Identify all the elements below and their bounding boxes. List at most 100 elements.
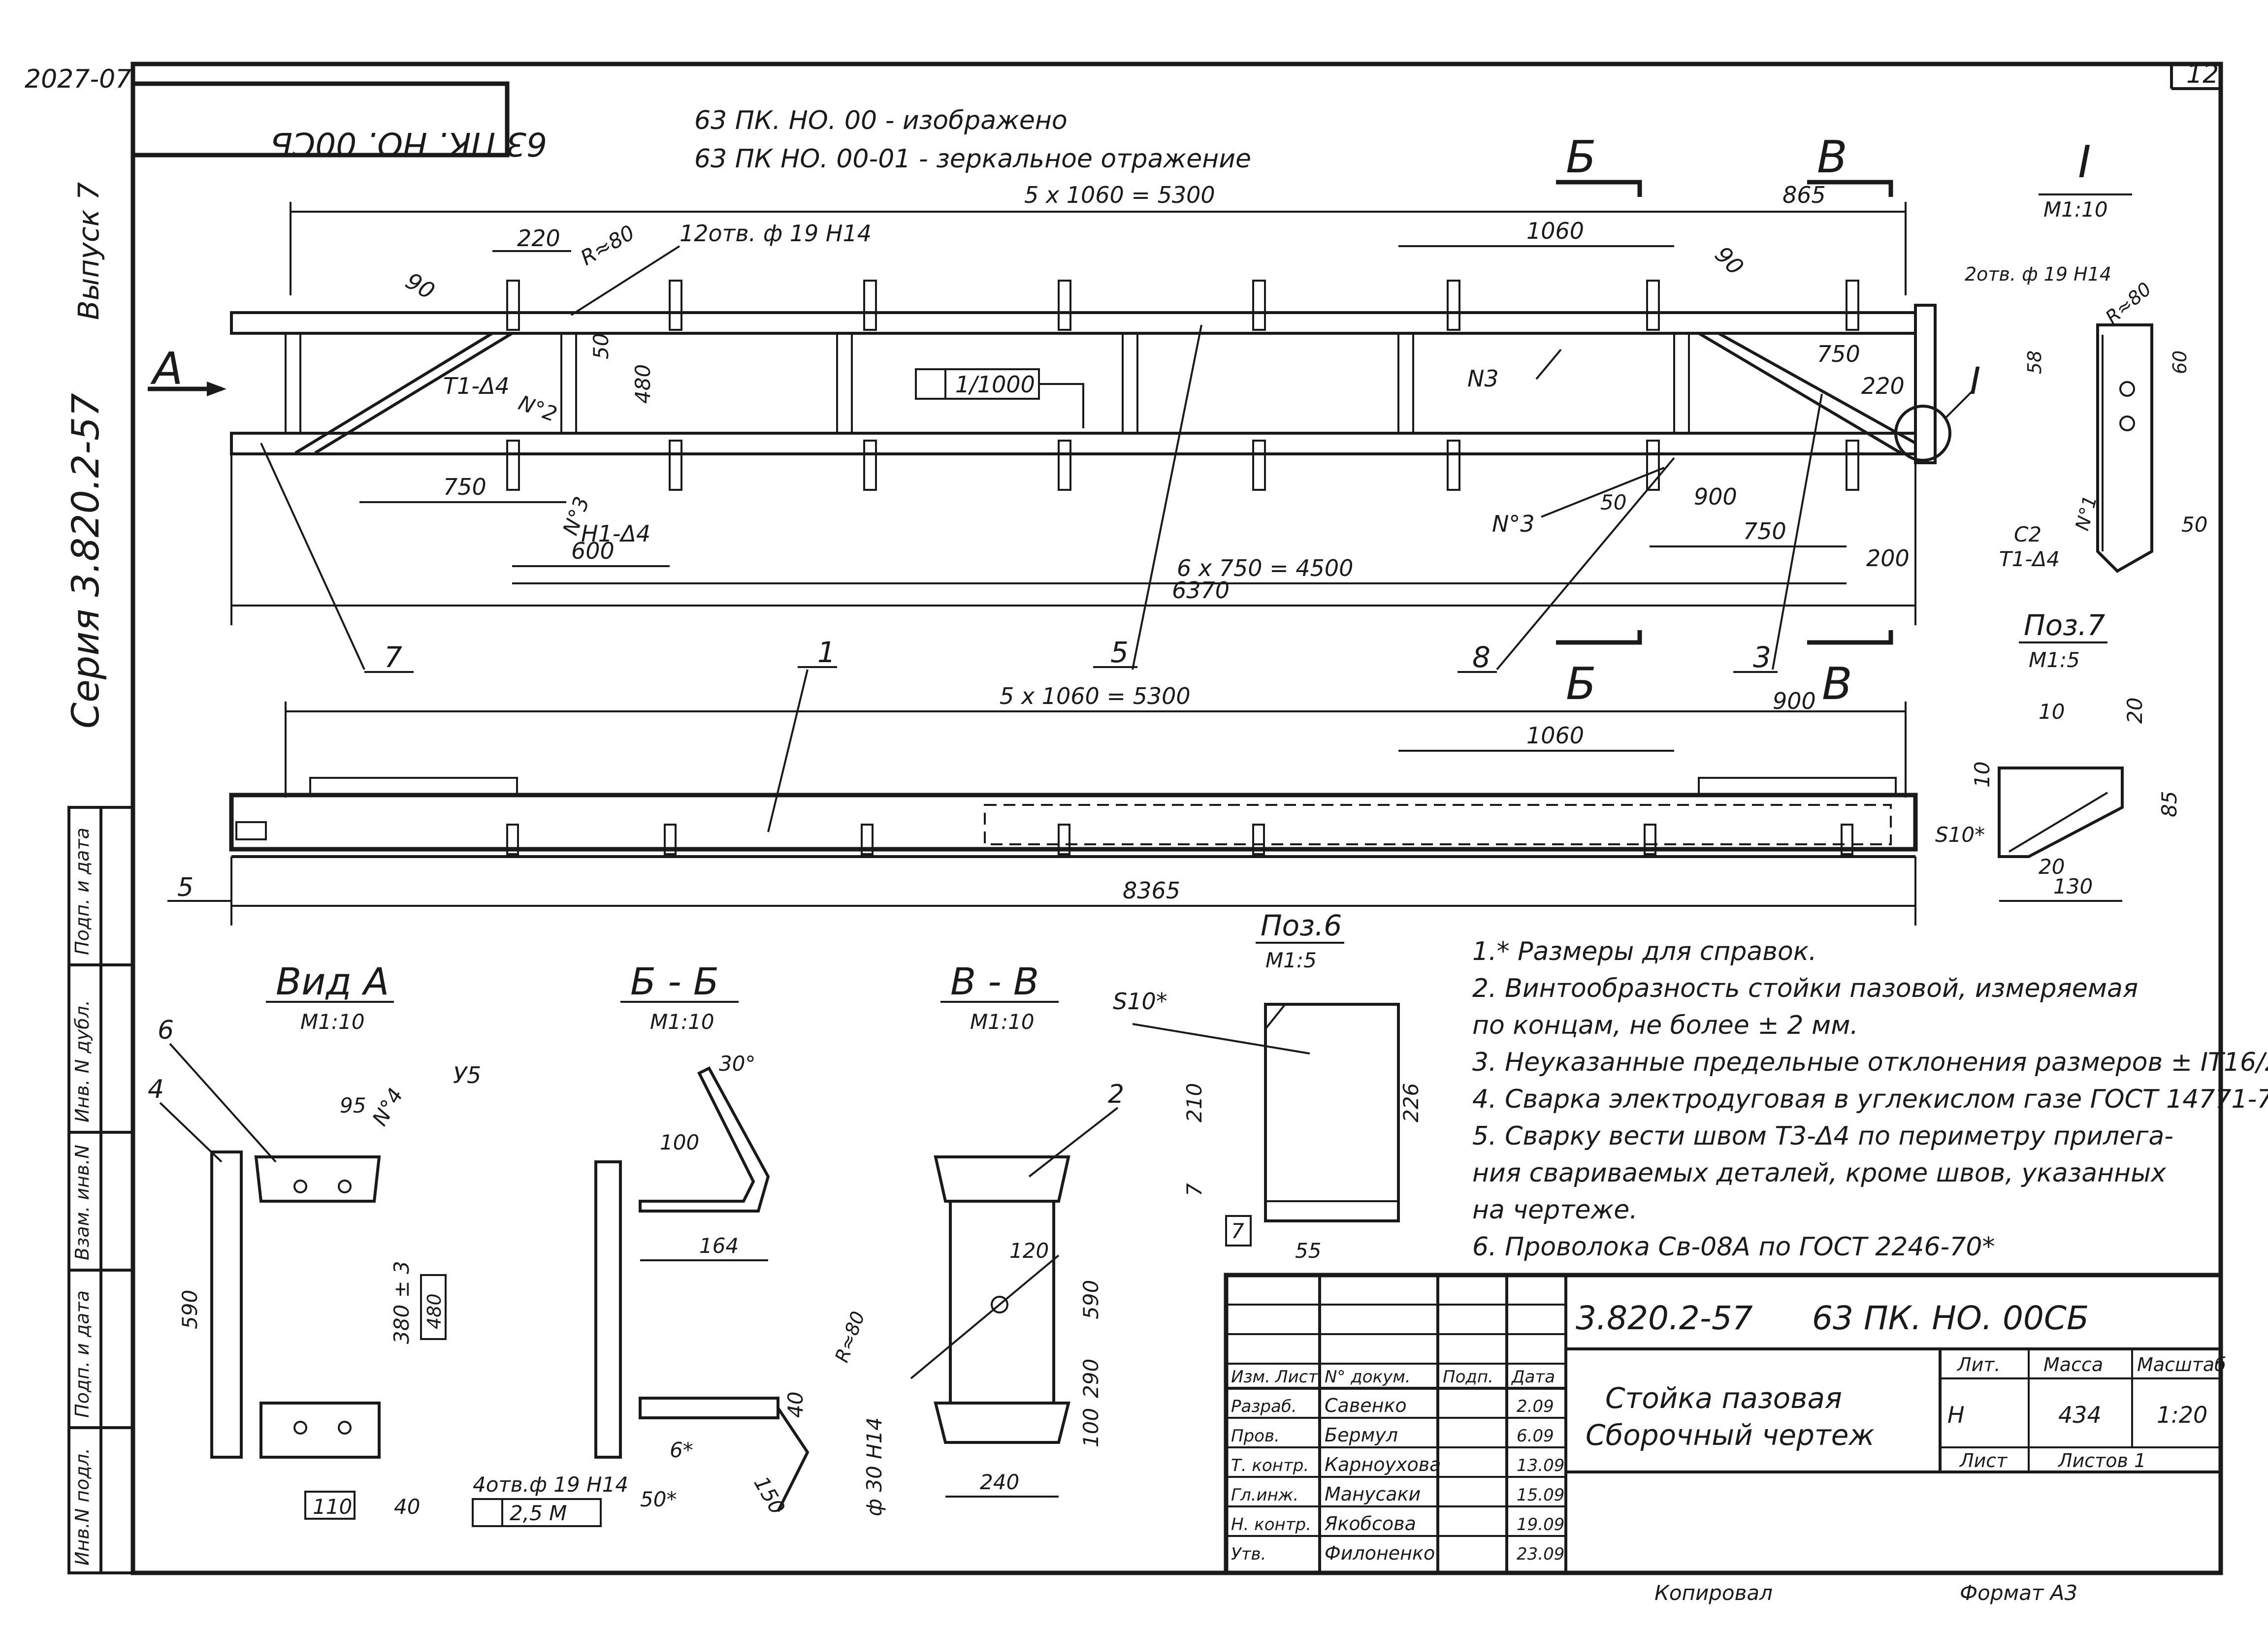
title-block: 3.820.2-57 63 ПК. НО. 00СБ Стойка пазова…: [1224, 1273, 2226, 1575]
dim-90-right: 90: [1710, 241, 1749, 281]
vv-d240: 240: [980, 1470, 1019, 1494]
detail-I-holes: 2отв. ф 19 Н14: [1965, 263, 2111, 285]
view-A: Вид А М1:10 6 4 95 N°4 У5 590 380 ± 3 48…: [148, 959, 628, 1527]
cross-post: [560, 332, 577, 434]
detail-I-scale: М1:10: [2043, 197, 2108, 222]
tb-role-5: Н. контр.: [1231, 1515, 1311, 1534]
vidA-d590: 590: [178, 1290, 202, 1329]
strip-inv-dubl: Инв. N дубл.: [71, 1000, 93, 1122]
tb-date-1: 2.09: [1517, 1397, 1554, 1416]
dim-5x1060-bottom: 5 х 1060 = 5300: [1000, 683, 1191, 709]
channel-body: [229, 793, 1918, 852]
section-BB: Б - Б М1:10 30° 100 164 6* 50* 150 40: [594, 959, 810, 1518]
tb-name-row-4: Манусаки: [1325, 1483, 1421, 1505]
dim-750-right-top: 750: [1817, 341, 1860, 367]
pos-5: 5: [1110, 636, 1129, 669]
side-elevation: 5 х 1060 = 5300 900 1060 8365 5 1: [167, 636, 1918, 926]
dim-220-left: 220: [517, 225, 560, 252]
poz6-d55: 55: [1295, 1239, 1321, 1263]
tb-mass: 434: [2058, 1402, 2102, 1428]
bb-d30: 30°: [719, 1052, 755, 1076]
vidA-d380: 380 ± 3: [389, 1261, 414, 1344]
bb-d6: 6*: [670, 1438, 693, 1462]
detail-I-c2: С2: [2014, 522, 2041, 546]
tb-col-doc: N° докум.: [1325, 1367, 1411, 1387]
tb-mass-header: Масса: [2043, 1354, 2103, 1375]
tb-date-2: 6.09: [1517, 1426, 1554, 1446]
bb-d40: 40: [783, 1392, 808, 1418]
cross-post: [1397, 332, 1414, 434]
vv-d100: 100: [1079, 1408, 1103, 1447]
strip-inv-podl: Инв.N подл.: [71, 1448, 93, 1566]
tb-role-2: Пров.: [1231, 1426, 1280, 1446]
tb-name-row-6: Филоненко: [1325, 1542, 1435, 1564]
view-A-arrow-label: А: [150, 343, 183, 395]
strip-vzam-inv: Взам. инв.N: [71, 1145, 93, 1260]
detail-I-t1: Т1-Δ4: [1999, 547, 2060, 571]
tolerance-value: 1/1000: [955, 371, 1035, 398]
weld-H1: Н1-Δ4: [581, 520, 650, 547]
vidA-d480: 480: [423, 1293, 445, 1329]
vv-d120: 120: [1009, 1239, 1049, 1263]
vidA-title: Вид А: [276, 959, 389, 1003]
poz6-d226: 226: [1399, 1083, 1423, 1122]
cut-B-top: Б: [1566, 131, 1596, 183]
tb-lit-header: Лит.: [1956, 1354, 2001, 1375]
poz6-title: Поз.6: [1261, 909, 1342, 942]
poz6-d210: 210: [1182, 1083, 1206, 1122]
note-1: 1.* Размеры для справок.: [1472, 937, 1817, 966]
copied-by: Копировал: [1654, 1581, 1773, 1605]
weld-T1: Т1-Δ4: [443, 373, 510, 399]
bb-d50: 50*: [640, 1487, 677, 1511]
vidA-scale: М1:10: [300, 1010, 365, 1034]
note-5c: на чертеже.: [1472, 1195, 1638, 1225]
variant-note-2: 63 ПК НО. 00-01 - зеркальное отражение: [694, 144, 1251, 174]
tb-sheets: Листов 1: [2057, 1450, 2146, 1471]
vidA-p6: 6: [158, 1016, 174, 1045]
note-4: 4. Сварка электродуговая в углекислом га…: [1472, 1085, 2268, 1114]
note-5b: ния свариваемых деталей, кроме швов, ука…: [1472, 1158, 2167, 1188]
tb-col-data: Дата: [1511, 1367, 1555, 1387]
brace-right: [1698, 332, 1902, 454]
note-5: 5. Сварку вести швом Т3-Δ4 по периметру …: [1472, 1121, 2173, 1151]
outer-frame: [130, 62, 2223, 1575]
dim-5x1060-top: 5 х 1060 = 5300: [1024, 182, 1215, 208]
dim-5-left: 5: [177, 873, 194, 902]
poz6-d7b: 7: [1231, 1219, 1244, 1243]
hidden-channel: [984, 804, 1892, 845]
cross-post: [1122, 332, 1138, 434]
pos-N3-bottom: N°3: [1492, 511, 1535, 537]
dim-50-right: 50: [1600, 490, 1626, 514]
dim-750-left: 750: [443, 474, 486, 500]
bb-d100: 100: [660, 1130, 699, 1154]
plan-view: 5 х 1060 = 5300 865 Б В: [148, 131, 1980, 671]
poz7-d130: 130: [2053, 874, 2093, 898]
detail-I-R: R≈80: [2102, 278, 2156, 328]
poz7-title: Поз.7: [2024, 608, 2105, 642]
pos-N3-right: N3: [1467, 365, 1499, 392]
tb-scale-header: Масштаб: [2137, 1354, 2226, 1375]
dim-600: 600: [571, 538, 615, 564]
vidA-p4: 4: [148, 1075, 164, 1104]
dim-865: 865: [1782, 182, 1826, 208]
dim-750-right: 750: [1743, 518, 1786, 544]
poz7-d10a: 10: [2039, 700, 2065, 724]
tb-doc: 63 ПК. НО. 00СБ: [1812, 1299, 2089, 1337]
tb-date-6: 23.09: [1517, 1544, 1564, 1564]
poz-6: Поз.6 М1:5 210 226 7 7 55: [1132, 909, 1423, 1263]
pos-N2: N°2: [516, 390, 560, 426]
poz7-d10b: 10: [1970, 762, 1994, 788]
stamp-box: [130, 81, 510, 158]
note-2: 2. Винтообразность стойки пазовой, измер…: [1472, 974, 2138, 1003]
note-3: 3. Неуказанные предельные отклонения раз…: [1472, 1048, 2268, 1077]
strip-podp-data-1: Подп. и дата: [71, 1290, 93, 1418]
cut-B-bottom: Б: [1566, 658, 1596, 710]
lower-rail: [230, 432, 1917, 455]
brace-left: [294, 332, 493, 454]
vv-d590: 590: [1079, 1280, 1103, 1319]
detail-I-callout: [1894, 405, 1951, 462]
dim-1060-right: 1060: [1526, 218, 1584, 244]
dim-50: 50: [589, 333, 613, 359]
vv-phi: ф 30 Н14: [862, 1417, 886, 1516]
tb-name-2: Сборочный чертеж: [1586, 1418, 1875, 1452]
